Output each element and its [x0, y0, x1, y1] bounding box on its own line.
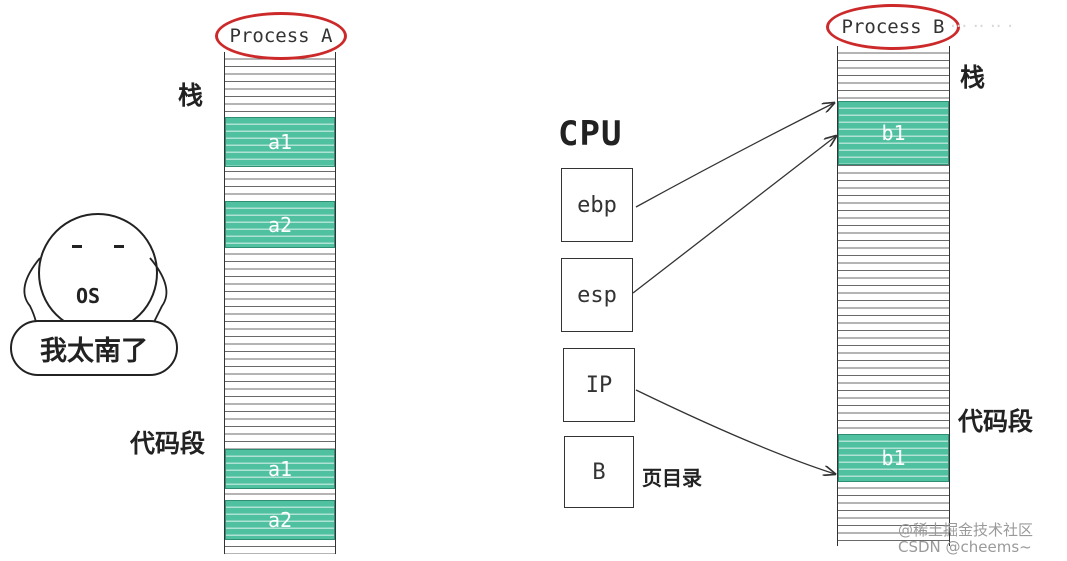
memory-cell-b1-stack: b1	[838, 101, 949, 165]
arrow-ip-to-code	[635, 389, 835, 474]
os-speech-bubble: 我太南了	[10, 320, 178, 376]
memory-cell-a2-stack: a2	[225, 201, 335, 248]
register-b: B	[564, 436, 634, 508]
register-ebp: ebp	[561, 168, 633, 242]
cpu-title: CPU	[558, 114, 623, 154]
process-b-title: Process B	[826, 4, 960, 50]
watermark: @稀土掘金技术社区 CSDN @cheems~	[898, 522, 1033, 556]
arrow-ebp-to-b1	[635, 103, 834, 208]
memory-cell-a1-stack: a1	[225, 117, 335, 167]
memory-cell-b1-code: b1	[838, 434, 949, 482]
register-esp: esp	[561, 258, 633, 332]
process-b-memory: b1 b1	[837, 46, 950, 546]
process-a-stack-label: 栈	[178, 81, 204, 110]
os-left-arm	[23, 257, 41, 323]
watermark-line-2: CSDN @cheems~	[898, 538, 1032, 556]
memory-cell-a2-code: a2	[225, 500, 335, 540]
os-right-arm	[149, 257, 168, 323]
left-eye-icon	[72, 245, 82, 248]
register-ip: IP	[563, 348, 635, 422]
faint-background-text: ··· ·· ·· ·	[950, 16, 1013, 37]
watermark-line-1: @稀土掘金技术社区	[898, 521, 1034, 539]
os-label: OS	[76, 284, 101, 308]
memory-cell-a1-code: a1	[225, 449, 335, 489]
process-a-memory: a1 a2 a1 a2	[224, 52, 336, 554]
os-face	[38, 213, 158, 333]
right-eye-icon	[114, 245, 124, 248]
process-a-title: Process A	[215, 12, 347, 60]
page-directory-label: 页目录	[642, 466, 702, 490]
arrow-esp-to-b1	[632, 136, 836, 294]
process-a-code-label: 代码段	[130, 429, 206, 458]
process-b-code-label: 代码段	[958, 407, 1034, 436]
process-b-stack-label: 栈	[960, 63, 986, 92]
